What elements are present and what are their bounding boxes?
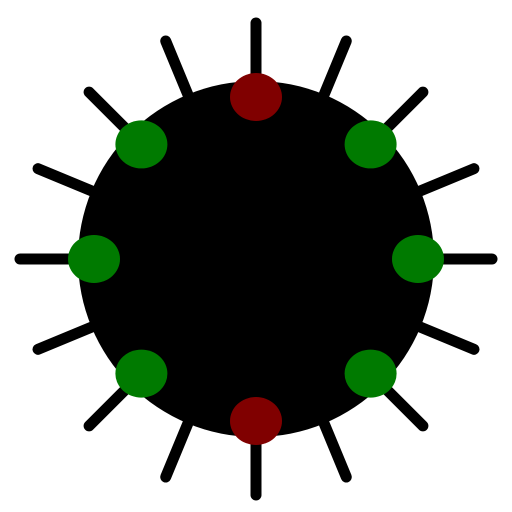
spike-9 <box>160 408 198 483</box>
dot-left <box>68 235 120 283</box>
dot-upper-right <box>344 120 397 169</box>
dot-lower-right <box>344 349 397 398</box>
dot-right <box>392 235 444 283</box>
spike-3 <box>405 163 480 201</box>
spike-15 <box>160 35 198 110</box>
spike-11 <box>32 317 107 355</box>
dot-bottom <box>230 397 282 445</box>
spike-1 <box>314 35 352 110</box>
dots-group <box>68 73 444 445</box>
spike-13 <box>32 163 107 201</box>
dot-top <box>230 73 282 121</box>
spike-7 <box>314 408 352 483</box>
dot-lower-left <box>115 349 168 398</box>
central-black-circle <box>78 81 434 437</box>
dot-upper-left <box>115 120 168 169</box>
spike-5 <box>405 317 480 355</box>
